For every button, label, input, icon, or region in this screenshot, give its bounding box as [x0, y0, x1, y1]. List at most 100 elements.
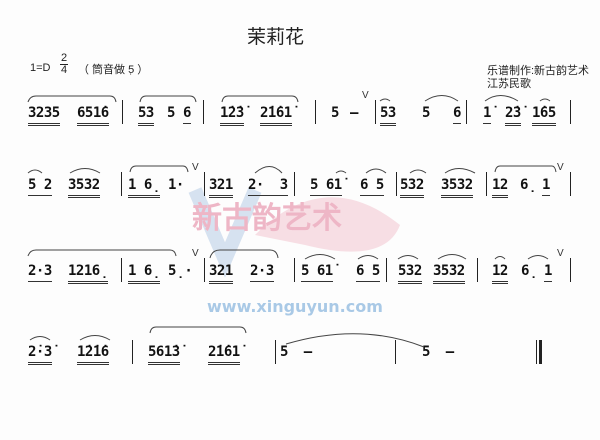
slur [409, 169, 427, 174]
slur [335, 170, 347, 174]
note-group: 6 [453, 105, 461, 124]
slur [397, 255, 419, 260]
note-group: 1 6̣ [128, 263, 161, 284]
note-group: 3532 [441, 177, 473, 198]
note-group: 6̣ [520, 177, 537, 193]
note-group: 12 [492, 177, 508, 198]
slur [539, 98, 551, 102]
barline [570, 172, 571, 196]
barline [396, 172, 397, 196]
note-group: 1216̣ [68, 263, 109, 284]
barline [204, 172, 205, 196]
slur [527, 255, 549, 260]
note-group: 2·3 [250, 263, 274, 282]
origin-credit: 江苏民歌 [487, 78, 531, 90]
note-group: 5 2 [28, 177, 52, 196]
slur [437, 254, 467, 260]
note-group: 6̣ [521, 263, 538, 279]
slur [29, 336, 51, 341]
slur [424, 95, 459, 102]
slur [129, 165, 189, 173]
note-group: 6 [183, 105, 191, 124]
slur [209, 249, 279, 259]
slur [149, 326, 247, 334]
note-group: 2̇3̇ [505, 105, 521, 126]
note-group: 1 [542, 177, 550, 196]
note-group: 2̇·3̇ [28, 344, 52, 365]
dash: – [350, 105, 358, 121]
note-group: 6 5 [360, 177, 384, 196]
note-group: 2·3 [28, 263, 52, 282]
note-group: 5 – [280, 344, 312, 360]
note-group: 321 [209, 263, 233, 284]
note-group: 5̣· [168, 263, 193, 279]
barline [466, 100, 467, 124]
slur [221, 95, 299, 103]
note-group: 2̇1̇61̇ [260, 105, 292, 126]
slur [27, 95, 117, 103]
page-title: 茉莉花 [247, 27, 305, 48]
barline [121, 172, 122, 196]
slur [484, 95, 519, 102]
slur [494, 256, 506, 260]
slur [444, 168, 476, 174]
note-group: 6 5 [356, 263, 380, 282]
note-group: 5 [422, 105, 430, 121]
time-signature: 2 4 [60, 53, 68, 76]
barline [315, 100, 316, 124]
final-barline-thick [539, 340, 542, 364]
slur [69, 168, 101, 174]
note-group: 1̇65 [532, 105, 556, 126]
note-group: 5 61̇ [301, 263, 333, 282]
breath-mark: V [192, 162, 199, 173]
slur [27, 249, 177, 257]
barline [386, 258, 387, 282]
slur [27, 169, 43, 174]
time-sig-top: 2 [60, 52, 68, 64]
slur [139, 95, 197, 103]
note-group: 53 [138, 105, 154, 126]
slur [285, 333, 425, 348]
note-group: 5 [167, 105, 175, 121]
barline [122, 100, 123, 124]
note-group: 532 [400, 177, 424, 198]
barline [486, 172, 487, 196]
note-group: 3532 [433, 263, 465, 284]
barline [203, 100, 204, 124]
key-signature: 1=D [30, 62, 51, 74]
note-group: 1 [544, 263, 552, 282]
note-group: 3532 [68, 177, 100, 198]
note-group: 53 [380, 105, 396, 126]
slur [304, 254, 336, 260]
note-group: 1· [168, 177, 184, 193]
breath-mark: V [192, 248, 199, 259]
breath-mark: V [557, 248, 564, 259]
barline [395, 340, 396, 364]
slur [365, 168, 387, 174]
barline [375, 100, 376, 124]
tuning-note: （ 筒音做 5̣ ） [78, 64, 149, 76]
slur [357, 255, 379, 260]
note-group: 3235 [28, 105, 60, 126]
note-group: 2̇1̇61̇ [208, 344, 240, 365]
breath-mark: V [362, 90, 369, 101]
time-sig-bottom: 4 [60, 64, 68, 76]
barline [294, 172, 295, 196]
note-group: 12 [492, 263, 508, 284]
note-group: 2· 3 [248, 177, 288, 196]
arranger-credit: 乐谱制作:新古韵艺术 [487, 65, 590, 77]
barline [121, 258, 122, 282]
barline [477, 258, 478, 282]
note-group: 5 – [422, 344, 454, 360]
note-group: 321 [209, 177, 233, 198]
note-group: 561̇3̇ [148, 344, 180, 365]
note-group: 1̇2̇1̇6 [77, 344, 109, 365]
barline [132, 340, 133, 364]
final-barline [536, 340, 537, 364]
slur [79, 335, 111, 341]
barline [294, 258, 295, 282]
note-group: 1̇2̇3̇ [220, 105, 244, 126]
note-group: 1̇ [483, 105, 491, 124]
time-sig-line [60, 64, 68, 65]
